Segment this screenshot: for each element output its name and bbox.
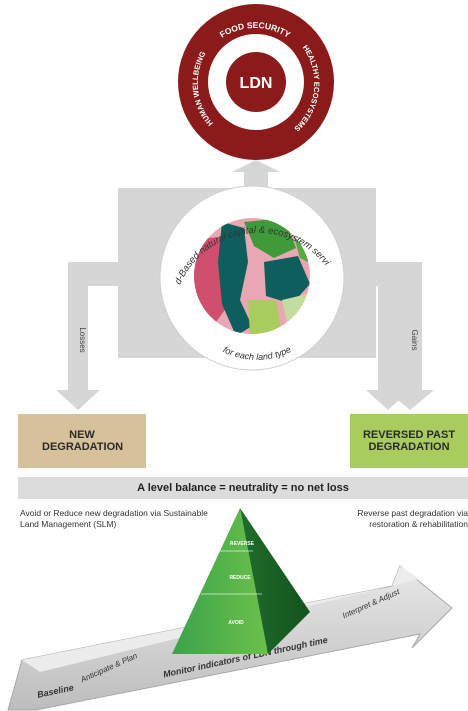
neutrality-banner-text: A level balance = neutrality = no net lo… [137,482,349,494]
gains-label: Gains [410,330,419,351]
gains-arrow [366,262,410,410]
pyramid-right-face [240,508,310,654]
new-degradation-box: NEW DEGRADATION [18,414,146,468]
map-patch-lightgreen [248,300,282,334]
wheel-center-label: LDN [240,75,273,92]
new-degradation-label: NEW DEGRADATION [42,429,124,453]
up-arrow [232,160,280,188]
reversed-past-label: REVERSED PAST DEGRADATION [362,429,456,453]
pyramid-level-avoid: AVOID [228,620,244,626]
losses-label: Losses [78,327,87,352]
losses-arrow [56,262,118,410]
land-type-map [194,218,310,334]
reverse-note: Reverse past degradation via restoration… [357,508,468,530]
map-patch-teal-2 [264,256,310,304]
ldn-wheel: LDN FOOD SECURITY HEALTHY ECOSYSTEMS HUM… [178,4,334,160]
map-patch-green-1 [244,218,296,258]
wheel-center-disc [226,52,286,112]
map-patch-teal-1 [218,222,252,334]
pyramid-level-reduce: REDUCE [229,575,251,581]
neutrality-banner: A level balance = neutrality = no net lo… [18,477,468,499]
pyramid-left-face [172,508,268,654]
reversed-past-box: REVERSED PAST DEGRADATION [350,414,468,468]
pyramid: REVERSE REDUCE AVOID [172,508,310,654]
pyramid-level-reverse: REVERSE [230,541,255,547]
avoid-reduce-note: Avoid or Reduce new degradation via Sust… [20,508,208,530]
